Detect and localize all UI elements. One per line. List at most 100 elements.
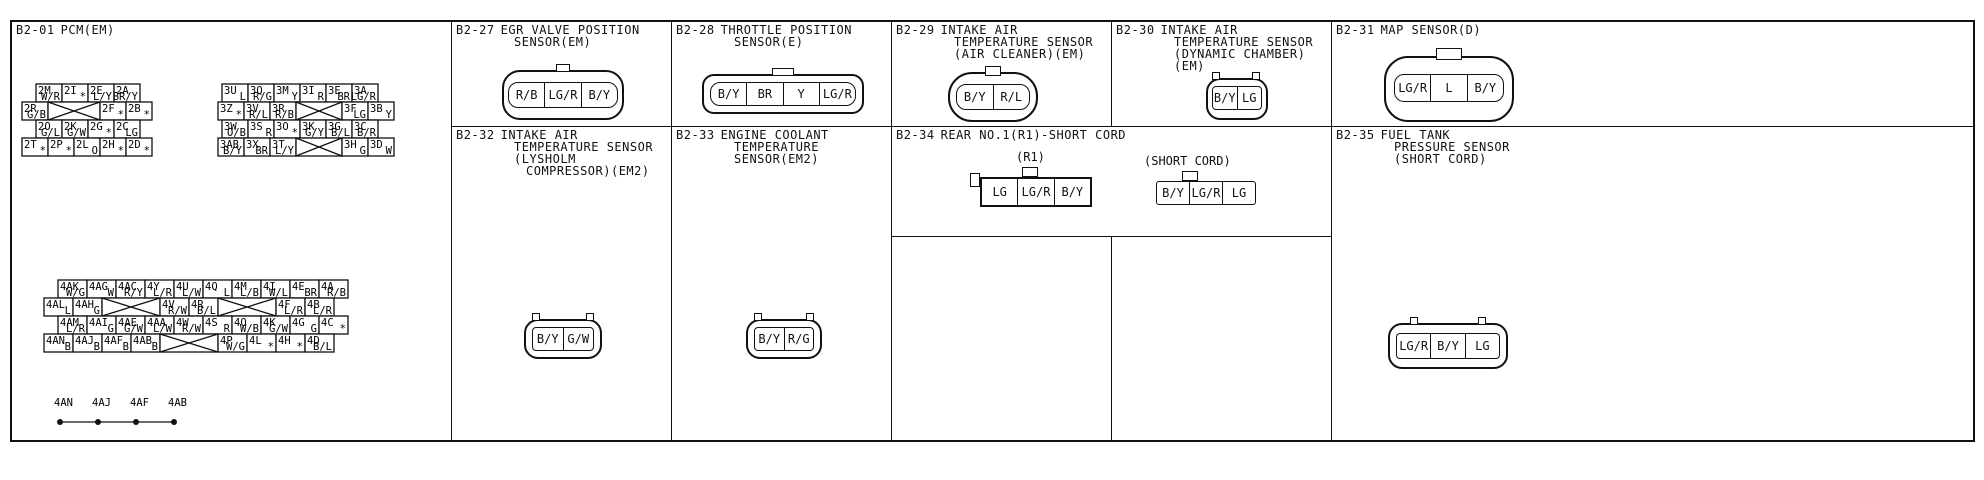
pin-number: 3X	[246, 139, 259, 151]
connector-latch	[532, 313, 540, 321]
pin: LG	[1475, 339, 1490, 353]
pin: B/Y	[1061, 185, 1084, 199]
pin-wire-color: BR	[255, 145, 268, 157]
cell-empty	[1112, 237, 1332, 442]
connector-pins: LG/R L B/Y	[1394, 74, 1504, 102]
pin-number: 2M	[38, 85, 51, 97]
pin-wire-color: *	[268, 341, 274, 353]
pin-number: 2C	[116, 121, 129, 133]
pin-number: 2P	[50, 139, 63, 151]
pin-number: 3S	[250, 121, 263, 133]
pin: B/Y	[1213, 87, 1238, 109]
pin: B/Y	[957, 85, 994, 109]
pin-number: 3U	[224, 85, 237, 97]
pin-number: 4Q	[205, 281, 218, 293]
pin-number: 4AL	[46, 299, 65, 311]
pin-wire-color: *	[40, 145, 46, 157]
connector-latch	[556, 64, 570, 72]
pin-wire-color: R/B	[327, 287, 346, 299]
pin-number: 4AN	[46, 335, 65, 347]
joint-dot	[171, 419, 177, 425]
pin-number: 4AK	[60, 281, 80, 293]
pin-number: 3I	[302, 85, 315, 97]
connector-pins: B/Y BR Y LG/R	[710, 82, 856, 106]
pin-wire-color: G	[94, 305, 100, 317]
pin-wire-color: L/Y	[93, 91, 113, 103]
cross-line	[47, 101, 101, 121]
r1-connector-pins: LG LG/R B/Y	[980, 177, 1092, 207]
pin-wire-color: *	[118, 145, 124, 157]
pin-wire-color: B/Y	[223, 145, 243, 157]
cell-empty	[892, 237, 1112, 442]
pin-number: 2O	[38, 121, 51, 133]
pin-number: 4G	[292, 317, 305, 329]
connector-outline	[1388, 323, 1508, 369]
pin: LG	[982, 179, 1019, 205]
pin-wire-color: *	[106, 127, 112, 139]
short-cord-label: (SHORT CORD)	[1144, 154, 1231, 168]
pin-wire-color: W	[386, 145, 393, 157]
pin-wire-color: *	[292, 127, 298, 139]
pin-wire-color: B/L	[331, 127, 350, 139]
pin: B/Y	[1157, 182, 1190, 204]
pin-number: 3A	[354, 85, 367, 97]
pin: B/Y	[711, 83, 748, 105]
pin-number: 3M	[276, 85, 289, 97]
pin-number: 4R	[191, 299, 204, 311]
pin-number: 2R	[24, 103, 37, 115]
pin-wire-color: B/R	[357, 127, 377, 139]
pin-number: 3R	[272, 103, 285, 115]
pin-number: 4D	[307, 335, 320, 347]
pin: LG/R	[1190, 182, 1223, 204]
joint-pin-label: 4AF	[130, 397, 149, 409]
pin: B/Y	[1431, 334, 1466, 358]
pin-wire-color: *	[297, 341, 303, 353]
pin-number: 4S	[205, 317, 218, 329]
pin-number: 4B	[307, 299, 320, 311]
pin-number: 2I	[64, 85, 77, 97]
pin-wire-color: L/R	[66, 323, 86, 335]
cross-line	[295, 101, 343, 121]
pin-number: 4K	[263, 317, 276, 329]
pin-wire-color: G/B	[27, 109, 46, 121]
pin-wire-color: W	[108, 287, 115, 299]
pin-box	[367, 101, 395, 121]
pin-wire-color: R	[266, 127, 273, 139]
connector-latch	[1478, 317, 1486, 325]
pin-number: 3F	[344, 103, 357, 115]
connector-pins: B/Y G/W	[532, 327, 594, 351]
pin-wire-color: L/R	[153, 287, 173, 299]
pin-number: 4O	[234, 317, 247, 329]
pin-wire-color: G	[311, 323, 317, 335]
pin: G/W	[567, 332, 590, 346]
short-cord-connector-pins: B/Y LG/R LG	[1156, 181, 1256, 205]
pin-number: 2L	[76, 139, 89, 151]
pin-number: 4P	[220, 335, 233, 347]
pin-number: 4AG	[89, 281, 108, 293]
pin-wire-color: B	[123, 341, 129, 353]
joint-dot	[95, 419, 101, 425]
pin-number: 4I	[263, 281, 276, 293]
pin-wire-color: B	[152, 341, 158, 353]
pin-wire-color: L/R	[313, 305, 333, 317]
connector-lock-x	[1436, 48, 1462, 60]
pin-wire-color: O/B	[227, 127, 246, 139]
pin-wire-color: L/B	[240, 287, 259, 299]
pin-wire-color: G	[108, 323, 114, 335]
pin-number: 3D	[370, 139, 383, 151]
pin-wire-color: B/L	[313, 341, 332, 353]
pin-wire-color: R	[318, 91, 325, 103]
pin-number: 2E	[90, 85, 103, 97]
